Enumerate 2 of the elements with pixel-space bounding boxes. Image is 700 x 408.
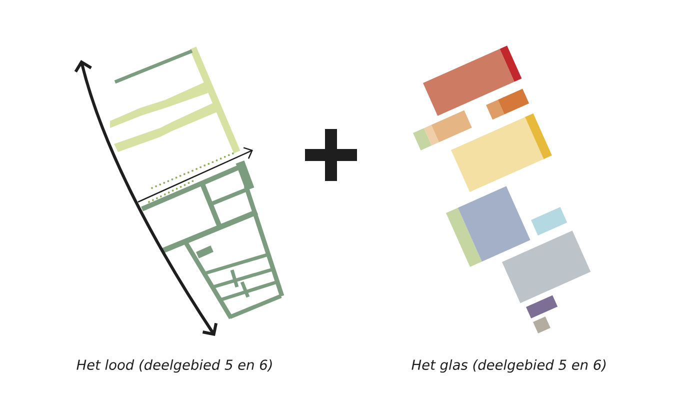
caption: Het lood (deelgebied 5 en 6) [76,359,272,373]
caption: Het glas (deelgebied 5 en 6) [412,359,606,373]
